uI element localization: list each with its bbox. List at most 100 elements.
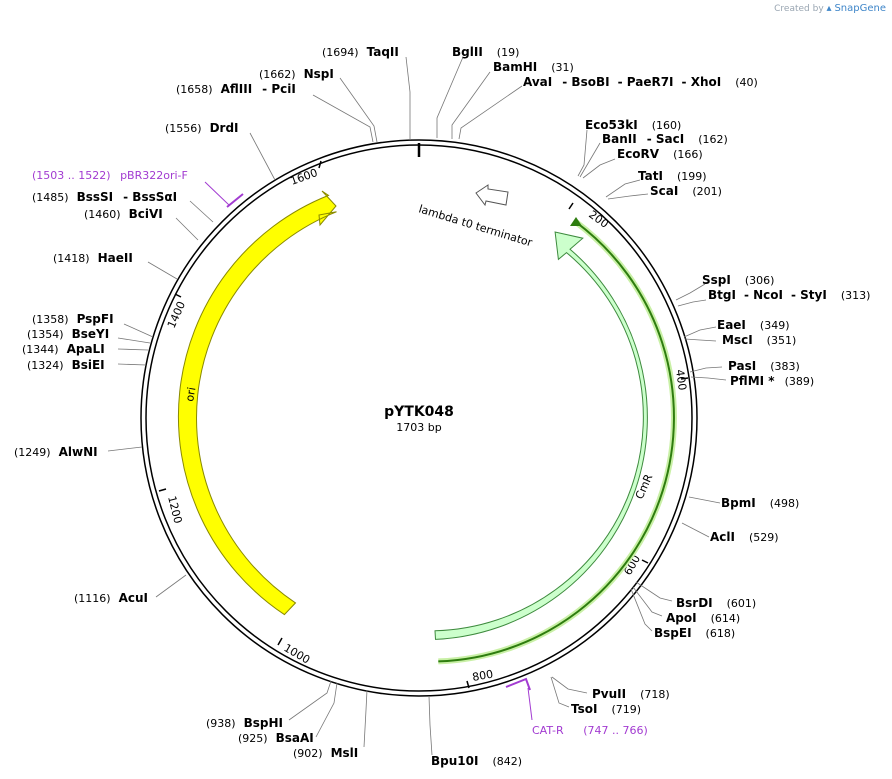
leader-bpmi bbox=[688, 496, 721, 504]
site-label: TsoI bbox=[571, 702, 597, 716]
leader-drdi bbox=[249, 132, 276, 181]
tick-label-1400: 1400 bbox=[165, 299, 188, 330]
site-label: AcuI bbox=[119, 591, 148, 605]
leader-bsssi bbox=[189, 200, 214, 223]
site-acli: AclI(529) bbox=[710, 530, 779, 544]
tick-label-400: 400 bbox=[673, 369, 689, 392]
plasmid-length: 1703 bp bbox=[396, 421, 441, 434]
leader-pasi bbox=[689, 366, 723, 373]
tick-label-800: 800 bbox=[471, 668, 494, 684]
site-label: PspFI bbox=[77, 312, 114, 326]
site-position: (1249) bbox=[14, 446, 51, 459]
site-position: (1460) bbox=[84, 208, 121, 221]
site-btgi-group: BtgI- NcoI- StyI(313) bbox=[708, 288, 870, 302]
leader-msli bbox=[363, 689, 368, 748]
leader-pspfi bbox=[123, 323, 154, 338]
primer-range: (1503 .. 1522) bbox=[32, 169, 111, 182]
leader-nspi bbox=[339, 77, 378, 143]
site-banii-group: BanII- SacI(162) bbox=[602, 132, 728, 146]
terminator-arrow-icon bbox=[475, 184, 509, 207]
site-label: AclI bbox=[710, 530, 735, 544]
site-position: (618) bbox=[706, 627, 736, 640]
site-eaei: EaeI (349) bbox=[717, 318, 790, 332]
site-label: PflMI * bbox=[730, 374, 775, 388]
site-label: PasI bbox=[728, 359, 756, 373]
site-label: ScaI bbox=[650, 184, 678, 198]
site-position: (306) bbox=[745, 274, 775, 287]
site-position: (925) bbox=[238, 732, 268, 745]
cmr-orf-line bbox=[438, 221, 675, 663]
tick-200: 200 bbox=[568, 202, 611, 231]
leader-bamhi bbox=[451, 71, 491, 139]
leader-acli bbox=[681, 522, 710, 538]
leader-alwni bbox=[107, 446, 143, 452]
primer-label-cat-r: CAT-R (747 .. 766) bbox=[532, 724, 648, 737]
site-label: SacI bbox=[656, 132, 684, 146]
site-label: EaeI bbox=[717, 318, 746, 332]
site-label: MscI bbox=[722, 333, 753, 347]
site-label: BpmI bbox=[721, 496, 756, 510]
leader-bsiei bbox=[117, 363, 147, 366]
plasmid-name: pYTK048 bbox=[384, 404, 454, 420]
primer-name: CAT-R bbox=[532, 724, 564, 737]
site-label: SspI bbox=[702, 273, 731, 287]
site-msci: MscI (351) bbox=[722, 333, 796, 347]
leader-banii bbox=[579, 142, 601, 178]
site-label: PvuII bbox=[592, 687, 626, 701]
site-position: (383) bbox=[770, 360, 800, 373]
site-bspei: BspEI(618) bbox=[654, 626, 735, 640]
primer-label-pbr322ori-f: (1503 .. 1522) pBR322ori-F bbox=[32, 169, 188, 182]
site-bglii: BglII (19) bbox=[452, 45, 519, 59]
leader-bpu10i bbox=[428, 695, 433, 756]
site-label: StyI bbox=[800, 288, 827, 302]
ori-feature-arrow bbox=[177, 190, 337, 616]
leader-pvuii bbox=[551, 676, 588, 694]
leader-apali bbox=[117, 348, 149, 351]
site-position: (349) bbox=[760, 319, 790, 332]
site-position: (19) bbox=[497, 46, 520, 59]
site-position: (1694) bbox=[322, 46, 359, 59]
site-label: BssSI bbox=[77, 190, 114, 204]
site-apali: (1344)ApaLI bbox=[22, 342, 105, 356]
site-bsrdi: BsrDI(601) bbox=[676, 596, 756, 610]
site-position: (938) bbox=[206, 717, 236, 730]
site-label: HaeII bbox=[98, 251, 133, 265]
cmr-feature-arrow bbox=[434, 231, 648, 640]
site-scai: ScaI (201) bbox=[650, 184, 722, 198]
site-position: (1658) bbox=[176, 83, 213, 96]
site-position: (1485) bbox=[32, 191, 69, 204]
site-label: PaeR7I bbox=[627, 75, 674, 89]
site-position: (351) bbox=[767, 334, 797, 347]
site-label: BciVI bbox=[129, 207, 163, 221]
site-ecorv: EcoRV(166) bbox=[617, 147, 703, 161]
leader-msci bbox=[684, 338, 717, 342]
site-label: BspHI bbox=[244, 716, 283, 730]
site-tati: TatI(199) bbox=[638, 169, 707, 183]
site-position: (601) bbox=[727, 597, 757, 610]
site-msli: (902)MslI bbox=[293, 746, 358, 760]
site-acui: (1116)AcuI bbox=[74, 591, 148, 605]
leader-avai bbox=[458, 85, 523, 140]
leader-apoi bbox=[632, 586, 663, 617]
site-bpmi: BpmI(498) bbox=[721, 496, 799, 510]
site-nspi: (1662)NspI bbox=[259, 67, 334, 81]
snapgene-branding: Created by ▴ SnapGene bbox=[774, 3, 886, 14]
primer-leader-pbr322ori-f bbox=[204, 181, 230, 206]
site-leader-lines bbox=[107, 56, 727, 756]
leader-tsoi bbox=[550, 676, 570, 708]
site-position: (614) bbox=[711, 612, 741, 625]
site-label: BglII bbox=[452, 45, 483, 59]
site-taqii: (1694)TaqII bbox=[322, 45, 399, 59]
leader-pflmi bbox=[690, 376, 727, 381]
primer-leader-cat-r bbox=[527, 687, 533, 721]
ori-feature-label: ori bbox=[183, 386, 198, 402]
site-position: (201) bbox=[692, 185, 722, 198]
site-label: BsaAI bbox=[276, 731, 314, 745]
site-apoi: ApoI(614) bbox=[666, 611, 740, 625]
leader-bsphi bbox=[288, 680, 332, 721]
site-label: BanII bbox=[602, 132, 637, 146]
site-position: (31) bbox=[551, 61, 574, 74]
site-label: BseYI bbox=[72, 327, 110, 341]
site-position: (1358) bbox=[32, 313, 69, 326]
leader-scai bbox=[607, 193, 649, 200]
